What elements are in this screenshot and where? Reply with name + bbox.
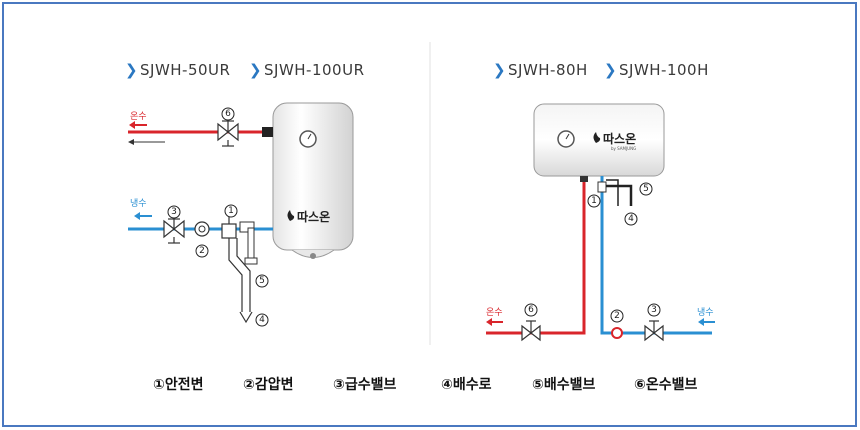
- marker-4-label: 4: [259, 315, 265, 325]
- chevron-icon: ❯: [125, 61, 138, 79]
- supply-valve-icon: [163, 218, 185, 244]
- safety-valve-icon: [221, 223, 237, 239]
- marker-6-label: 6: [528, 305, 534, 315]
- marker-4: [624, 212, 638, 226]
- marker-2: [610, 309, 624, 323]
- marker-4-label: 4: [628, 214, 634, 224]
- drain-hose-inner: [606, 179, 619, 206]
- legend-pressure-reducer: ②감압변: [243, 376, 294, 393]
- marker-3-label: 3: [651, 305, 657, 315]
- hot-water-valve-icon: [217, 120, 239, 147]
- cold-water-label: 냉수: [130, 198, 147, 209]
- marker-5: [255, 274, 269, 288]
- marker-1-label: 1: [591, 196, 597, 206]
- cold-water-pipe: [600, 176, 712, 335]
- model-name: SJWH-100UR: [264, 61, 365, 79]
- safety-valve-icon: [597, 181, 607, 193]
- hot-water-label: 온수: [130, 111, 147, 122]
- marker-1-label: 1: [228, 206, 234, 216]
- cold-water-label: 냉수: [697, 307, 714, 318]
- legend-drain: ④배수로: [441, 377, 492, 393]
- tank-bottom-fitting: [310, 253, 316, 259]
- legend-hot-water-valve: ⑥온수밸브: [634, 376, 697, 393]
- legend-drain-valve: ⑤배수밸브: [532, 376, 595, 393]
- left-model-header: ❯ SJWH-50UR ❯ SJWH-100UR: [125, 61, 365, 79]
- cold-water-arrow-icon: [134, 212, 140, 220]
- brand-logo: 따스온: [603, 131, 636, 146]
- legend-supply-valve: ③급수밸브: [333, 376, 396, 393]
- gauge-needle-icon: [565, 133, 570, 140]
- marker-2-label: 2: [199, 246, 205, 256]
- right-model-header: ❯ SJWH-80H ❯ SJWH-100H: [493, 61, 709, 79]
- vertical-water-heater-tank: [272, 102, 354, 251]
- chevron-icon: ❯: [604, 61, 617, 79]
- marker-6: [221, 107, 235, 121]
- flow-arrow-icon: [128, 139, 134, 145]
- drain-valve-handle-icon: [244, 257, 258, 265]
- legend: ①안전변 ②감압변 ③급수밸브 ④배수로 ⑤배수밸브 ⑥온수밸브: [153, 376, 697, 393]
- left-installation: 따스온 온수 6 냉수: [128, 102, 354, 327]
- model-name: SJWH-80H: [508, 61, 588, 79]
- model-name: SJWH-100H: [619, 61, 709, 79]
- pressure-reducer-icon: [194, 221, 210, 237]
- cold-water-arrow-icon: [698, 318, 704, 326]
- legend-safety-valve: ①안전변: [153, 376, 204, 393]
- marker-5: [639, 182, 653, 196]
- hot-water-arrow-icon: [129, 121, 135, 129]
- marker-2-label: 2: [614, 311, 620, 321]
- brand-flame-icon: [593, 132, 601, 143]
- tee-fitting-icon: [239, 221, 255, 233]
- marker-5-label: 5: [643, 184, 649, 194]
- hot-water-arrow-icon: [486, 318, 492, 326]
- hot-water-label: 온수: [486, 307, 503, 318]
- marker-5-label: 5: [259, 276, 265, 286]
- right-installation: 따스온 by SAMJUNG 1 5 4 6 온수 2: [486, 103, 715, 342]
- pressure-reducer-icon: [611, 327, 623, 339]
- drain-line-a: [228, 238, 243, 312]
- marker-3: [647, 303, 661, 317]
- hot-outlet-fitting: [580, 176, 588, 182]
- marker-6-label: 6: [225, 109, 231, 119]
- chevron-icon: ❯: [249, 61, 262, 79]
- marker-2: [195, 244, 209, 258]
- marker-1: [587, 194, 601, 208]
- marker-6: [524, 303, 538, 317]
- pressure-reducer-inner: [198, 225, 206, 233]
- drain-outlet-icon: [239, 311, 253, 324]
- drain-line-b: [236, 238, 251, 312]
- drain-hose: [606, 184, 633, 206]
- gauge-needle-icon: [307, 133, 312, 140]
- hot-outlet-fitting: [262, 127, 273, 137]
- supply-valve-icon: [644, 320, 664, 342]
- marker-4: [255, 313, 269, 327]
- brand-logo: 따스온: [297, 209, 330, 224]
- marker-3-label: 3: [171, 207, 177, 217]
- marker-3: [167, 205, 181, 219]
- hot-water-pipe: [486, 176, 586, 335]
- hot-water-valve-icon: [521, 320, 541, 342]
- model-name: SJWH-50UR: [140, 61, 230, 79]
- brand-flame-icon: [287, 210, 295, 221]
- chevron-icon: ❯: [493, 61, 506, 79]
- marker-1: [224, 204, 238, 218]
- brand-sub: by SAMJUNG: [611, 146, 636, 151]
